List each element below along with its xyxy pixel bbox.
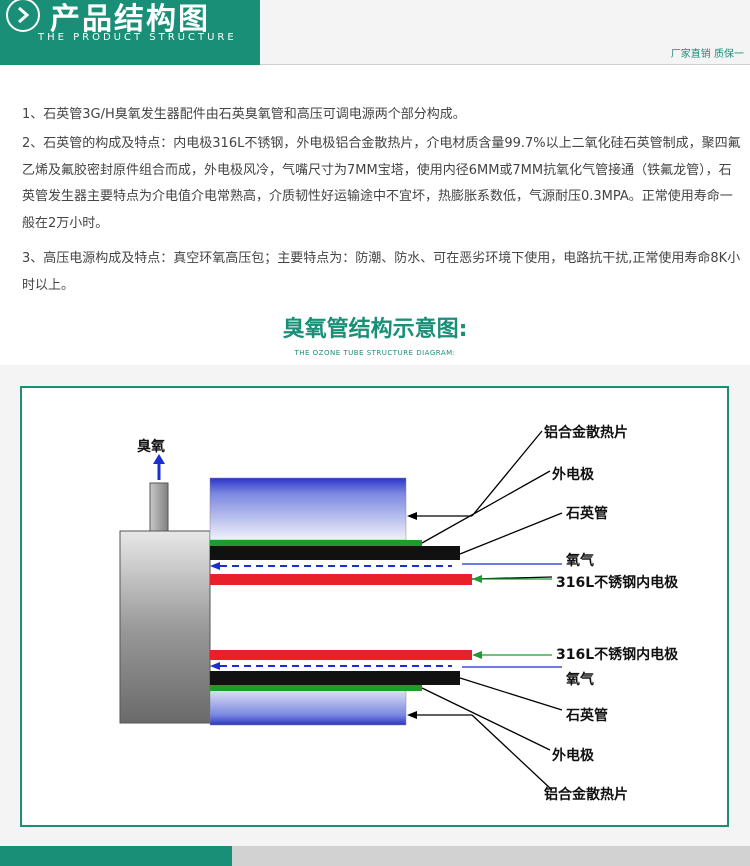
label-outer-bottom: 外电极 [552,748,594,764]
oxygen-arrowhead-top [210,562,220,570]
ozone-arrowhead [153,454,165,464]
label-inner-top: 316L不锈钢内电极 [556,575,679,591]
page-title: 产品结构图 [50,2,210,37]
header-tagline: 厂家直销 质保一 [670,49,744,60]
arrowhead-fin-top [407,512,417,520]
paragraph-2: 2、石英管的构成及特点：内电极316L不锈钢，外电极铝合金散热片，介电材质含量9… [22,136,741,231]
arrowhead-inner-bottom [472,651,482,659]
leader-lines-top [421,430,563,580]
header-banner: 产品结构图 THE PRODUCT STRUCTURE [0,0,260,65]
fin-bottom [209,684,407,726]
label-quartz-bottom: 石英管 [566,708,608,724]
chevron-right-icon [6,0,40,32]
label-inner-bottom: 316L不锈钢内电极 [556,647,679,663]
outer-electrode-top [210,540,422,546]
label-oxygen-top: 氧气 [566,553,594,569]
ozone-tube-diagram: 臭氧 铝合金散热片 外电极 石英管 氧气 316L不锈钢内电极 316L不锈钢内… [20,386,729,827]
header-divider [260,64,750,65]
quartz-tube-bottom [210,671,460,685]
outer-electrode-bottom [210,685,422,691]
leader-lines-bottom [421,677,563,791]
label-fin-top: 铝合金散热片 [544,425,628,441]
label-ozone: 臭氧 [137,439,165,455]
page-subtitle: THE PRODUCT STRUCTURE [38,32,237,43]
fin-top [209,477,407,541]
diagram-title: 臭氧管结构示意图: [282,317,468,342]
arrowhead-inner-top [472,575,482,583]
footer-bar [232,846,750,866]
label-oxygen-bottom: 氧气 [566,672,594,688]
ozone-nozzle [149,482,169,532]
label-outer-top: 外电极 [552,467,594,483]
label-fin-bottom: 铝合金散热片 [544,787,628,803]
label-quartz-top: 石英管 [566,506,608,522]
oxygen-arrowhead-bottom [210,662,220,670]
inner-electrode-bottom [210,650,472,660]
diagram-svg [119,430,563,791]
content-area [0,65,750,365]
quartz-tube-top [210,546,460,560]
inner-electrode-top [210,574,472,585]
diagram-subtitle: THE OZONE TUBE STRUCTURE DIAGRAM: [294,349,456,357]
arrowhead-fin-bottom [407,711,417,719]
end-cap [119,530,211,724]
footer-accent [0,846,232,866]
paragraph-3: 3、高压电源构成及特点：真空环氧高压包；主要特点为：防潮、防水、可在恶劣环境下使… [22,251,741,293]
paragraph-1: 1、石英管3G/H臭氧发生器配件由石英臭氧管和高压可调电源两个部分构成。 [22,107,466,122]
